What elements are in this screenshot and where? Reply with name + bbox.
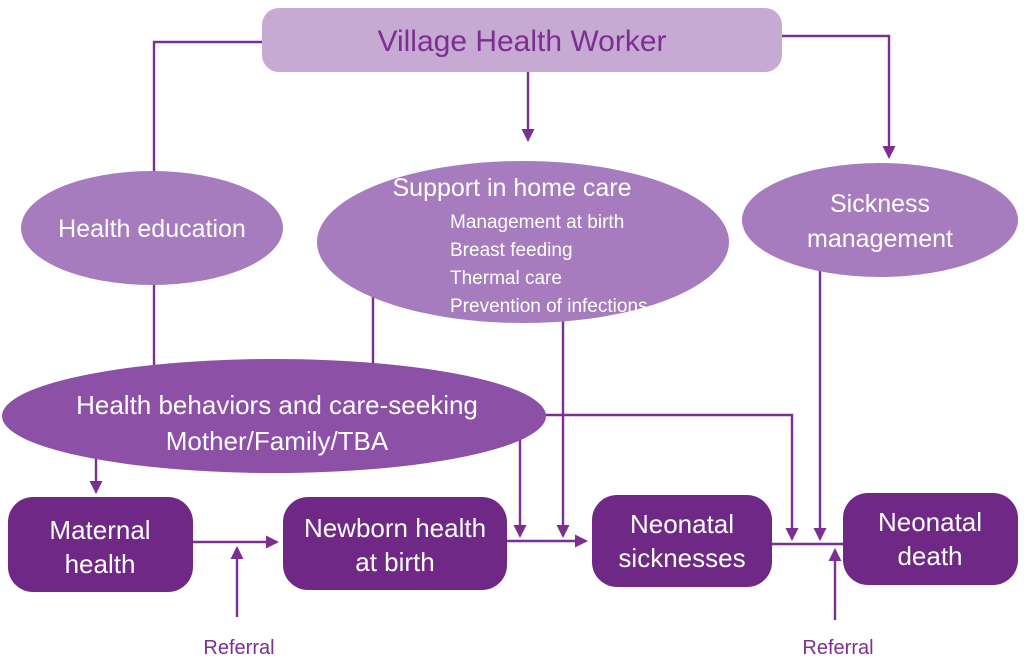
- vhw-label: Village Health Worker: [377, 25, 666, 58]
- diagram-edges: [89, 34, 896, 620]
- maternal-health-line1: Maternal: [49, 515, 150, 545]
- sickness-management-line1: Sickness: [830, 190, 930, 218]
- newborn-health-line1: Newborn health: [304, 513, 486, 543]
- neonatal-sicknesses-line2: sicknesses: [618, 543, 745, 573]
- node-maternal-health: [8, 497, 193, 592]
- maternal-health-line2: health: [65, 549, 136, 579]
- node-support-in-home-care: [317, 161, 729, 323]
- support-item-2: Breast feeding: [450, 240, 573, 261]
- sickness-management-line2: management: [807, 225, 953, 253]
- node-neonatal-sicknesses: [592, 495, 772, 587]
- referral-left-label: Referral: [203, 637, 274, 659]
- edge-vhw-sickness: [778, 34, 896, 159]
- support-item-1: Management at birth: [450, 212, 624, 233]
- diagram-labels: Village Health Worker Health education S…: [49, 25, 982, 659]
- health-education-label: Health education: [58, 215, 246, 243]
- support-item-4: Prevention of infections: [450, 296, 648, 317]
- health-behaviors-line2: Mother/Family/TBA: [166, 426, 389, 456]
- node-health-behaviors: [2, 359, 546, 473]
- neonatal-death-line2: death: [897, 541, 962, 571]
- node-newborn-health: [283, 497, 507, 590]
- support-home-care-title: Support in home care: [392, 174, 631, 202]
- neonatal-sicknesses-line1: Neonatal: [630, 509, 734, 539]
- neonatal-death-line1: Neonatal: [878, 507, 982, 537]
- node-village-health-worker: [262, 8, 782, 72]
- edge-behaviors-connector-right: [538, 413, 799, 541]
- support-item-3: Thermal care: [450, 268, 562, 289]
- health-behaviors-line1: Health behaviors and care-seeking: [76, 390, 478, 420]
- node-sickness-management: [742, 163, 1018, 277]
- diagram-nodes: [2, 8, 1018, 592]
- referral-right-label: Referral: [802, 637, 873, 659]
- newborn-health-line2: at birth: [355, 547, 435, 577]
- node-health-education: [21, 171, 283, 285]
- node-neonatal-death: [843, 493, 1018, 585]
